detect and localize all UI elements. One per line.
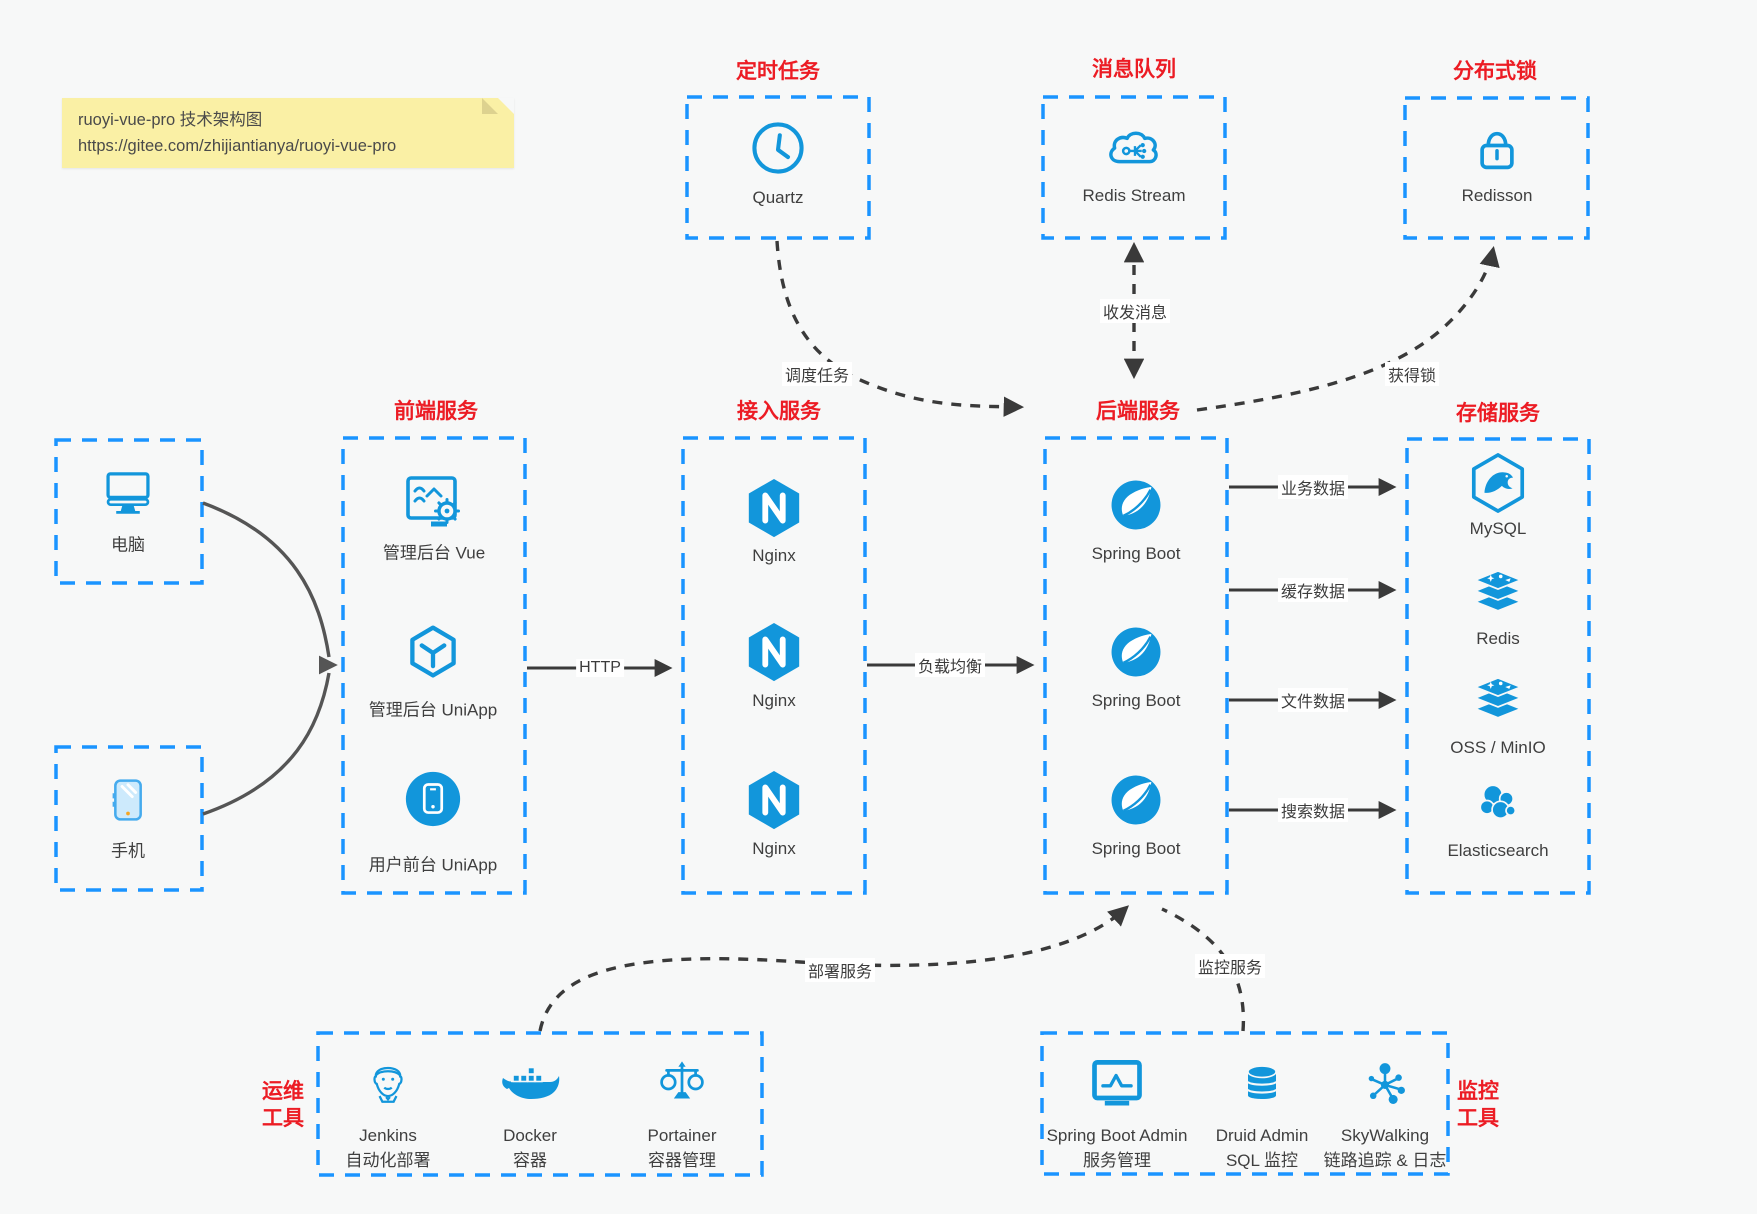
node-redisson-label: Redisson <box>1461 186 1533 205</box>
node-redis-label: Redis <box>1476 629 1520 648</box>
box-lock <box>1403 96 1590 240</box>
redis-icon <box>1469 561 1527 619</box>
admin-vue-monitor-gear-icon <box>402 470 466 534</box>
smartphone-icon <box>101 773 155 827</box>
spring-boot-icon <box>1107 771 1165 829</box>
edge-label-acquire-lock: 获得锁 <box>1384 362 1440 386</box>
sticky-note: ruoyi-vue-pro 技术架构图 https://gitee.com/zh… <box>62 98 514 168</box>
box-mq <box>1041 95 1227 240</box>
redisson-lock-icon <box>1469 121 1525 177</box>
edge-label-search-data: 搜索数据 <box>1277 798 1349 822</box>
title-frontend: 前端服务 <box>394 400 478 423</box>
edge-label-file-data: 文件数据 <box>1277 688 1349 712</box>
title-mq: 消息队列 <box>1092 58 1176 81</box>
edge-label-deploy-service: 部署服务 <box>804 958 876 982</box>
node-mobile-label: 手机 <box>111 841 145 861</box>
node-portainer-label: Portainer 容器管理 <box>647 1126 717 1170</box>
title-gateway: 接入服务 <box>737 400 821 423</box>
note-title: ruoyi-vue-pro 技术架构图 <box>78 111 263 129</box>
node-spring-boot-label: Spring Boot <box>1091 691 1181 710</box>
title-backend: 后端服务 <box>1096 400 1180 423</box>
box-gateway <box>681 436 867 895</box>
node-quartz-label: Quartz <box>752 188 804 207</box>
box-monitor-tools <box>1040 1031 1450 1176</box>
oss-minio-icon <box>1469 668 1527 726</box>
edge-label-load-balance: 负载均衡 <box>914 653 986 677</box>
user-app-circle-phone-icon <box>402 768 464 830</box>
elasticsearch-icon <box>1471 776 1525 830</box>
box-client-mobile <box>54 745 204 892</box>
jenkins-icon <box>358 1052 418 1112</box>
redis-stream-cloud-icon <box>1103 119 1165 181</box>
arrow-acquire-lock <box>1196 246 1500 412</box>
node-spring-boot-label: Spring Boot <box>1091 839 1181 858</box>
portainer-scales-icon <box>653 1055 711 1113</box>
arrow-deploy-service <box>538 905 1129 1032</box>
edge-label-biz-data: 业务数据 <box>1277 475 1349 499</box>
client-arrows <box>202 501 338 816</box>
box-scheduler <box>685 95 871 240</box>
node-spring-boot-label: Spring Boot <box>1091 544 1181 563</box>
title-monitor-tools: 监控 工具 <box>1457 1080 1499 1130</box>
title-ops-tools: 运维 工具 <box>262 1080 304 1130</box>
nginx-icon <box>743 477 805 539</box>
node-user-uniapp-label: 用户前台 UniApp <box>368 855 498 875</box>
edge-label-cache-data: 缓存数据 <box>1277 578 1349 602</box>
node-nginx-label: Nginx <box>752 691 796 710</box>
node-redis-stream-label: Redis Stream <box>1082 186 1186 205</box>
node-mysql-label: MySQL <box>1469 519 1527 538</box>
desktop-computer-icon <box>99 463 157 521</box>
edge-label-http: HTTP <box>576 659 624 677</box>
druid-database-icon <box>1234 1056 1290 1112</box>
node-admin-vue-label: 管理后台 Vue <box>382 543 486 563</box>
node-pc-label: 电脑 <box>111 535 145 555</box>
arrow-schedule-task <box>775 240 1025 417</box>
box-backend <box>1043 436 1229 895</box>
nginx-icon <box>743 621 805 683</box>
node-skywalking-label: SkyWalking 链路追踪 & 日志 <box>1323 1126 1447 1170</box>
arrow-monitor-service <box>1161 907 1246 1032</box>
node-admin-uniapp-label: 管理后台 UniApp <box>368 700 498 720</box>
nginx-icon <box>743 769 805 831</box>
box-ops-tools <box>316 1031 764 1177</box>
edge-label-send-receive-msg: 收发消息 <box>1099 299 1171 323</box>
node-jenkins-label: Jenkins 自动化部署 <box>345 1126 431 1170</box>
box-client-pc <box>54 438 204 585</box>
title-scheduler: 定时任务 <box>736 60 820 83</box>
box-frontend <box>341 436 527 895</box>
note-url: https://gitee.com/zhijiantianya/ruoyi-vu… <box>78 136 397 155</box>
node-docker-label: Docker 容器 <box>503 1126 557 1170</box>
title-lock: 分布式锁 <box>1453 60 1537 83</box>
node-spring-boot-admin-label: Spring Boot Admin 服务管理 <box>1046 1126 1188 1170</box>
title-storage: 存储服务 <box>1456 402 1540 425</box>
spring-boot-admin-monitor-icon <box>1087 1053 1147 1113</box>
spring-boot-icon <box>1107 623 1165 681</box>
edge-label-schedule-task: 调度任务 <box>781 362 853 386</box>
docker-whale-icon <box>498 1054 562 1118</box>
mysql-icon <box>1467 452 1529 514</box>
node-elasticsearch-label: Elasticsearch <box>1447 841 1549 860</box>
uniapp-cube-icon <box>403 622 463 682</box>
node-druid-label: Druid Admin SQL 监控 <box>1215 1126 1309 1170</box>
node-nginx-label: Nginx <box>752 839 796 858</box>
quartz-clock-icon <box>749 119 807 177</box>
edge-label-monitor-service: 监控服务 <box>1194 954 1266 978</box>
solid-arrows <box>527 478 1397 819</box>
node-nginx-label: Nginx <box>752 546 796 565</box>
skywalking-graph-icon <box>1356 1055 1414 1113</box>
spring-boot-icon <box>1107 476 1165 534</box>
box-storage <box>1405 437 1591 895</box>
node-oss-minio-label: OSS / MinIO <box>1450 738 1546 757</box>
